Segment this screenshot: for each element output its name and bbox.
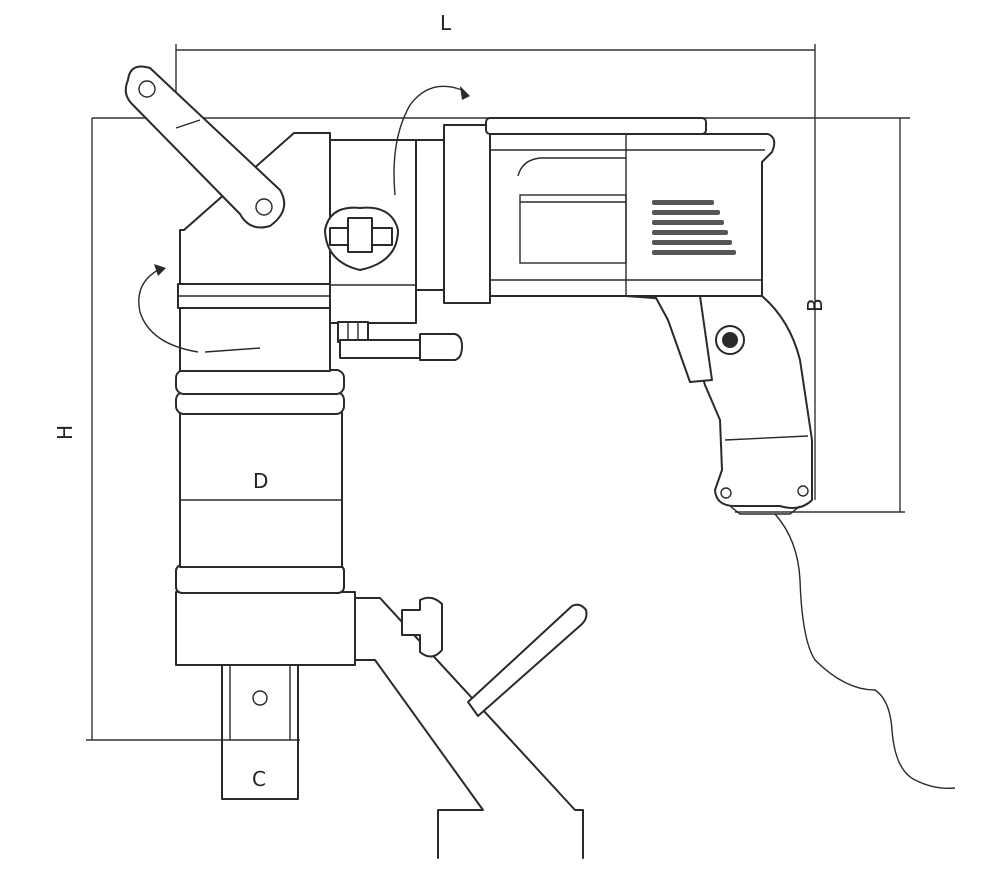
pistol-grip [625, 295, 813, 515]
dimension-b: B [735, 118, 905, 513]
handle-lever [124, 65, 286, 229]
vent-slots [652, 200, 736, 255]
motor-collar [443, 117, 707, 304]
gearbox-housing: D [175, 304, 356, 666]
dimension-label-c: C [252, 767, 266, 791]
dimension-l: L [175, 11, 816, 500]
dimension-label-d: D [253, 469, 268, 493]
dimension-label-b: B [803, 298, 827, 312]
square-drive: C [221, 664, 299, 800]
reaction-arm [354, 596, 588, 859]
power-cord [774, 513, 956, 790]
dimension-label-h: H [53, 425, 77, 440]
dimension-label-l: L [440, 11, 452, 35]
motor-body [489, 133, 776, 297]
rotation-arrow-left [138, 264, 199, 353]
rotation-arrow-top [393, 85, 470, 196]
